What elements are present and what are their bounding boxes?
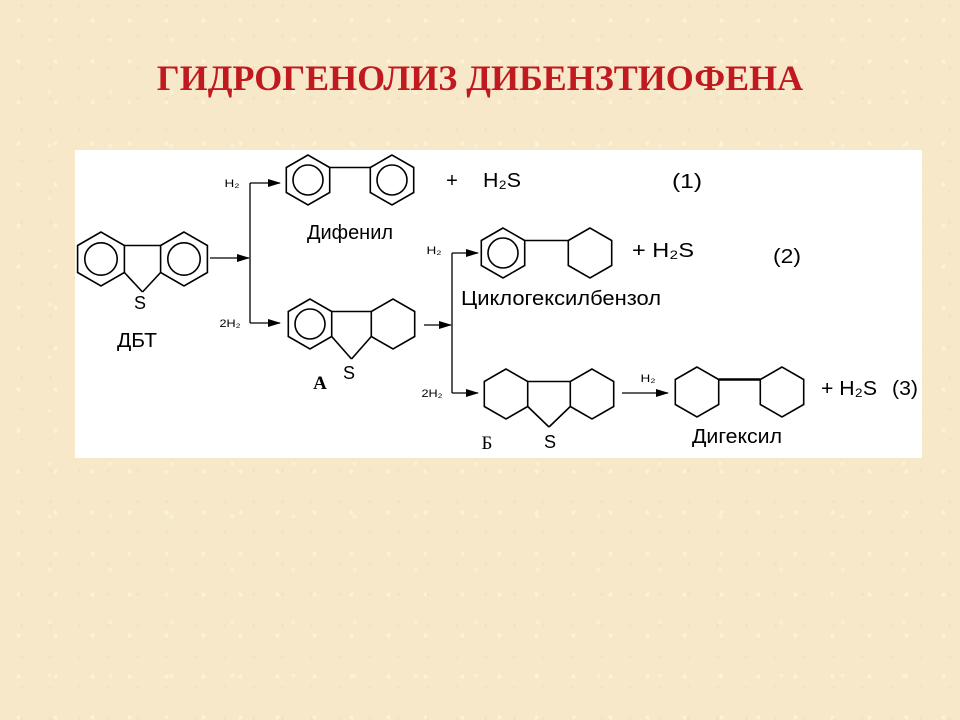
reaction-number-2: (2) <box>773 246 801 268</box>
cyclohexane-ring <box>674 366 720 418</box>
compound-a-structure <box>287 298 416 360</box>
reaction-number-3: (3) <box>892 378 918 400</box>
carbon-sulfur-bond <box>141 271 162 293</box>
aromatic-circle <box>167 242 202 277</box>
carbon-sulfur-bond <box>331 335 353 360</box>
aromatic-circle <box>294 308 326 340</box>
reaction-scheme-panel: S ДБТ H₂ 2H₂ Дифенил + H₂S (1) А S H₂ 2H… <box>75 150 922 458</box>
cyclohexylbenzene-label: Циклогексилбензол <box>461 288 661 310</box>
plus-sign-1: + <box>446 170 458 192</box>
dibenzothiophene-structure <box>76 231 209 293</box>
dbt-label: ДБТ <box>117 330 157 352</box>
cyclohexane-ring <box>567 227 613 279</box>
reagent-h2-step-3: H₂ <box>641 373 656 385</box>
h2s-product-2: + H₂S <box>632 240 694 262</box>
aromatic-circle <box>376 164 408 196</box>
cyclohexane-ring <box>759 366 805 418</box>
compound-a-label: А <box>313 373 327 394</box>
carbon-sulfur-bond <box>123 271 144 293</box>
compound-b-label: Б <box>482 433 493 454</box>
reaction-number-1: (1) <box>672 171 702 193</box>
cyclohexane-ring <box>483 368 529 420</box>
reagent-h2-top-2: H₂ <box>427 245 442 257</box>
compound-a-sulfur-atom: S <box>343 363 355 383</box>
cyclohexane-ring <box>569 368 615 420</box>
carbon-sulfur-bond <box>350 335 372 360</box>
h2s-product-1: H₂S <box>483 170 521 192</box>
biphenyl-label: Дифенил <box>307 222 393 244</box>
reagent-h2-top-1: H₂ <box>225 178 240 190</box>
slide-title: ГИДРОГЕНОЛИЗ ДИБЕНЗТИОФЕНА <box>156 58 804 98</box>
reaction-scheme: S ДБТ H₂ 2H₂ Дифенил + H₂S (1) А S H₂ 2H… <box>76 154 918 454</box>
aromatic-circle <box>292 164 324 196</box>
carbon-sulfur-bond <box>548 405 571 428</box>
cyclohexane-ring <box>370 298 416 350</box>
h2s-product-3: + H₂S <box>821 378 877 400</box>
cyclohexylbenzene-structure <box>480 227 613 279</box>
compound-b-sulfur-atom: S <box>544 432 556 452</box>
aromatic-circle <box>487 237 519 269</box>
dicyclohexyl-structure <box>674 366 805 418</box>
biphenyl-structure <box>285 154 415 206</box>
carbon-sulfur-bond <box>527 405 550 428</box>
reagent-2h2-bottom-2: 2H₂ <box>422 388 443 400</box>
dbt-sulfur-atom: S <box>134 293 146 313</box>
reagent-2h2-bottom-1: 2H₂ <box>220 318 241 330</box>
aromatic-circle <box>84 242 119 277</box>
dicyclohexyl-label: Дигексил <box>692 426 782 448</box>
compound-b-structure <box>483 368 615 428</box>
